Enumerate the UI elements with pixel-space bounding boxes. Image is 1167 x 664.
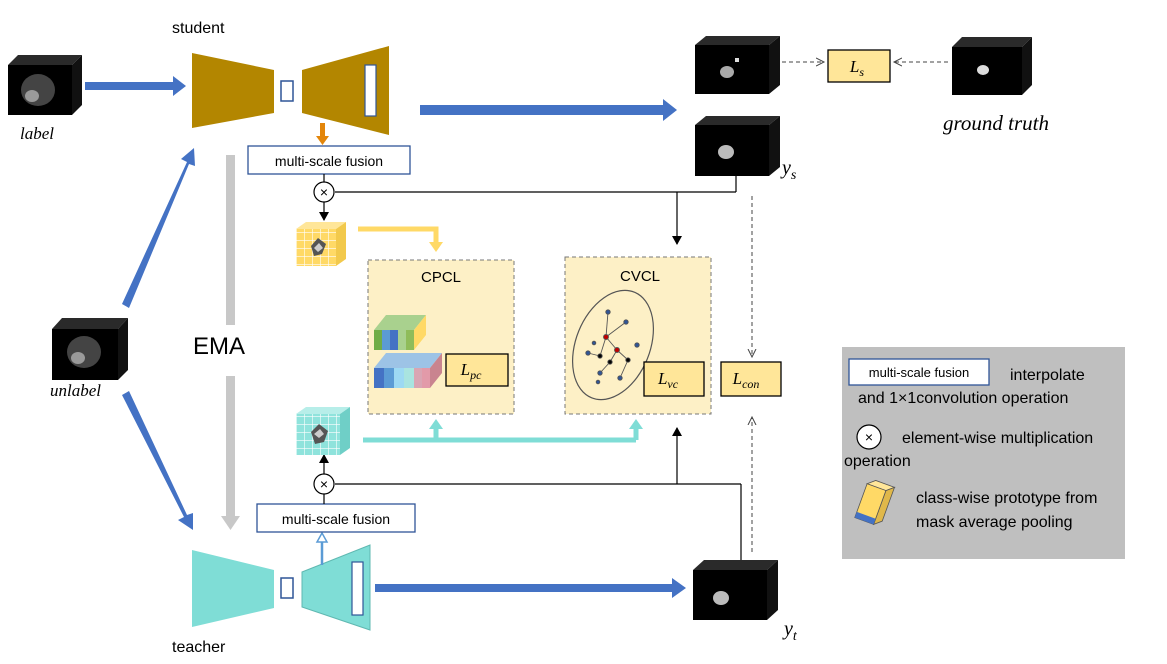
- lvc-loss-box: Lvc: [643, 361, 705, 397]
- teacher-feature-cube: [296, 407, 350, 455]
- ys-caption: ys: [780, 157, 797, 183]
- student-mult-connections: [319, 168, 737, 245]
- msf-student-text: multi-scale fusion: [275, 153, 383, 169]
- cpcl-module: CPCL Lpc: [367, 259, 515, 415]
- legend-proto-desc-1: class-wise prototype from: [916, 490, 1097, 507]
- student-output-volume-top: [695, 36, 780, 94]
- student-network: [192, 46, 389, 135]
- legend-panel: multi-scale fusion interpolate and 1×1co…: [842, 347, 1125, 559]
- legend-mult-desc-1: element-wise multiplication: [902, 430, 1093, 447]
- svg-text:Lcon: Lcon: [732, 369, 760, 391]
- unlabel-volume: [52, 318, 128, 380]
- label-volume: [8, 55, 82, 115]
- ema-label: EMA: [193, 333, 245, 360]
- student-encoder: [192, 53, 274, 128]
- cvcl-title: CVCL: [620, 268, 660, 285]
- msf-teacher-box: multi-scale fusion: [256, 503, 416, 533]
- cpcl-lower-prototypes: [374, 353, 442, 388]
- cvcl-feature-points: [585, 309, 640, 385]
- svg-text:Lpc: Lpc: [460, 360, 482, 382]
- yt-caption: yt: [782, 618, 798, 644]
- student-feature-cube: [296, 222, 346, 266]
- cyan-feature-arrow: [363, 419, 643, 443]
- lcon-loss-box: Lcon: [720, 361, 782, 397]
- teacher-mult-symbol: ×: [320, 476, 328, 492]
- prototype-icon: [854, 480, 896, 526]
- cpcl-upper-prototypes: [374, 315, 426, 350]
- yellow-feature-arrow: [358, 226, 443, 252]
- ground-truth-caption: ground truth: [943, 111, 1049, 135]
- student-mult-symbol: ×: [320, 184, 328, 200]
- legend-mult-desc-2: operation: [844, 453, 911, 470]
- legend-prototype-item: class-wise prototype from mask average p…: [854, 480, 1097, 531]
- legend-mult-symbol: ×: [865, 429, 873, 445]
- orange-arrow: [316, 123, 329, 145]
- teacher-label: teacher: [172, 639, 226, 656]
- cpcl-title: CPCL: [421, 269, 461, 286]
- label-caption: label: [20, 124, 54, 143]
- ls-loss-box: Ls: [827, 49, 891, 83]
- cvcl-module: CVCL Lvc: [564, 256, 712, 415]
- teacher-encoder: [192, 550, 274, 627]
- student-mult-node: ×: [313, 181, 335, 203]
- teacher-network: [192, 544, 371, 631]
- legend-msf-desc-1: interpolate: [1010, 367, 1085, 384]
- legend-mult-item: × element-wise multiplication operation: [844, 424, 1093, 470]
- legend-msf-box-text: multi-scale fusion: [869, 365, 969, 380]
- lpc-loss-box: Lpc: [445, 353, 509, 387]
- ground-truth-volume: [952, 37, 1032, 95]
- ema-arrow: [221, 155, 240, 530]
- cvcl-cluster-ellipse: [571, 289, 655, 401]
- student-bottleneck: [280, 80, 294, 102]
- yt-volume: [693, 560, 778, 620]
- teacher-mult-node: ×: [313, 473, 335, 495]
- legend-proto-desc-2: mask average pooling: [916, 514, 1073, 531]
- teacher-bottleneck: [280, 577, 294, 599]
- msf-teacher-text: multi-scale fusion: [282, 511, 390, 527]
- unlabel-caption: unlabel: [50, 381, 101, 400]
- svg-text:Ls: Ls: [849, 57, 864, 79]
- msf-student-box: multi-scale fusion: [247, 145, 411, 175]
- ys-volume: [695, 116, 780, 176]
- student-label: student: [172, 20, 225, 37]
- teacher-mult-connections: [319, 427, 742, 560]
- svg-text:Lvc: Lvc: [657, 369, 679, 391]
- lightblue-arrow: [315, 531, 329, 565]
- blue-arrows: [85, 76, 686, 598]
- legend-msf-item: multi-scale fusion interpolate and 1×1co…: [848, 358, 1085, 407]
- legend-msf-desc-2: and 1×1convolution operation: [858, 390, 1068, 407]
